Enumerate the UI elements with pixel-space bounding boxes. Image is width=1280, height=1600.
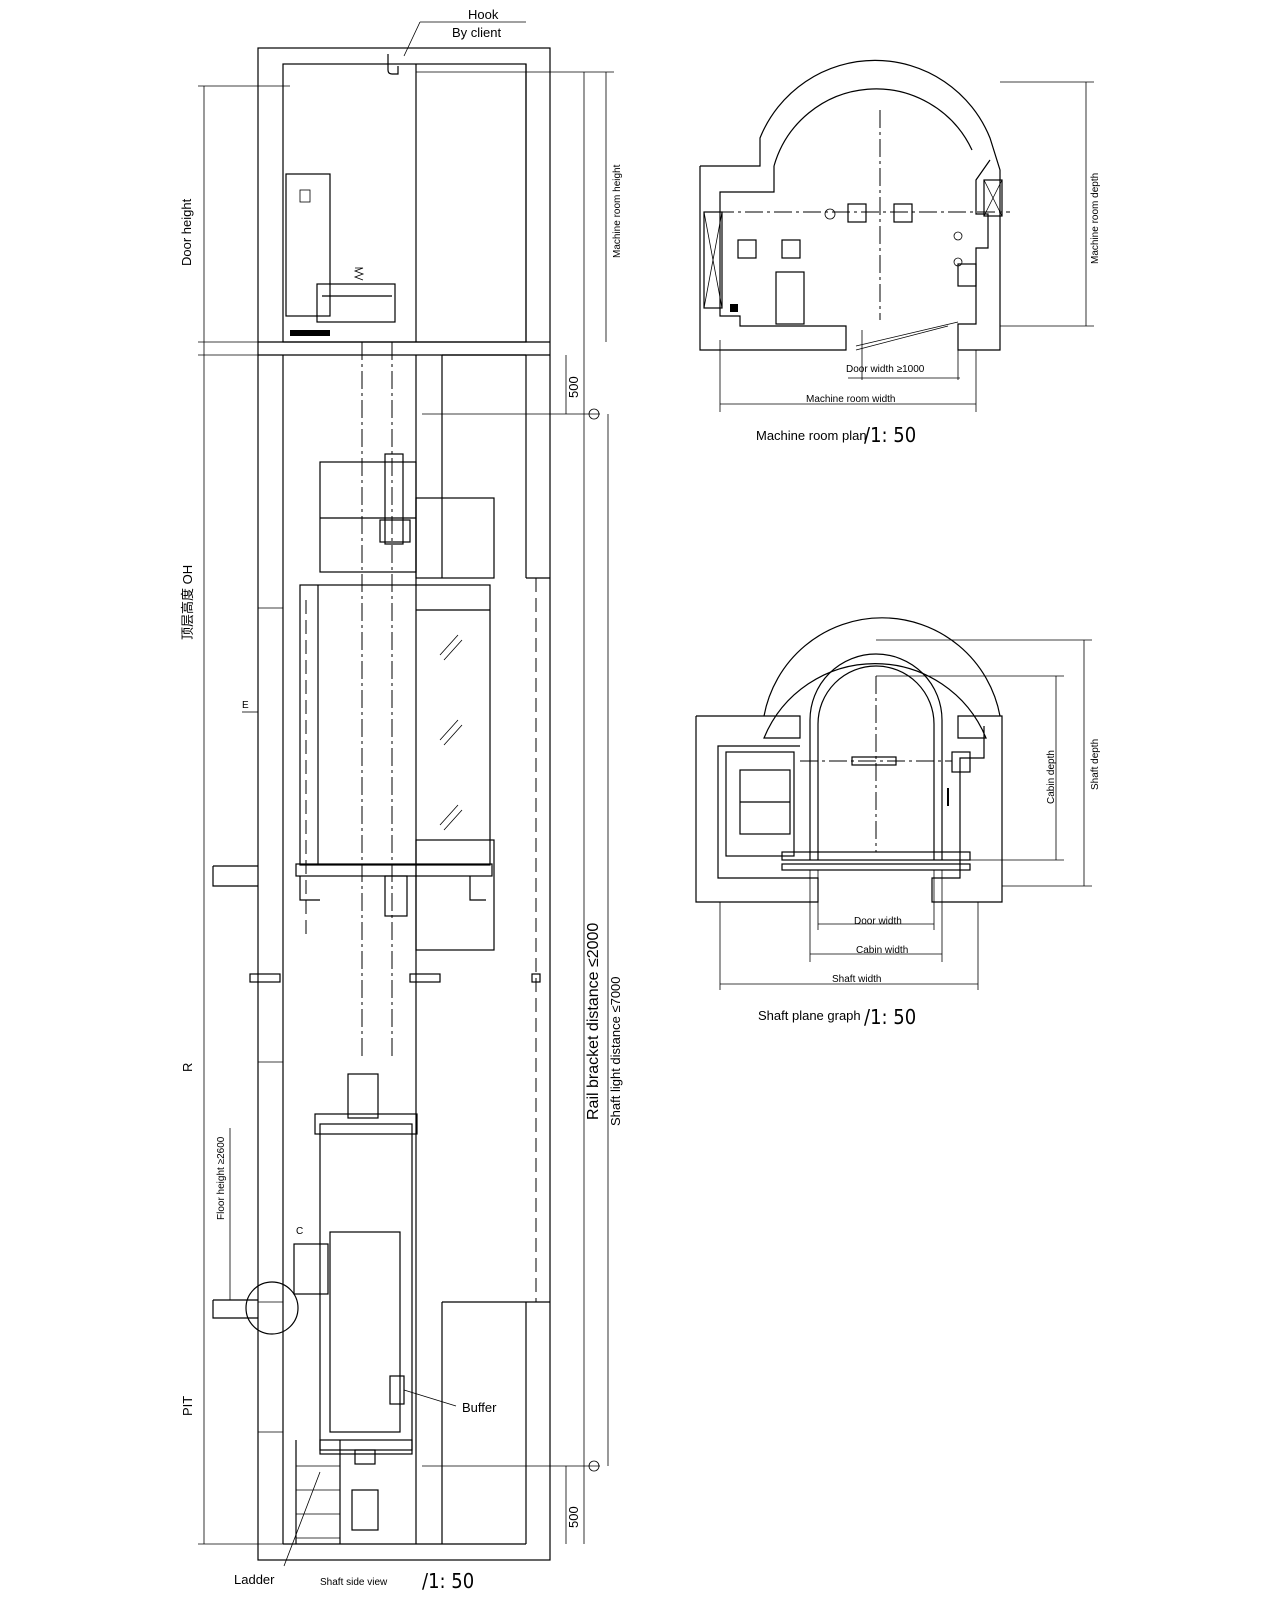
floor-height-label: Floor height ≥2600	[216, 1136, 227, 1220]
r-label: R	[180, 1063, 195, 1072]
oh-label: 顶层高度 OH	[180, 565, 195, 640]
ladder-icon	[295, 1440, 341, 1544]
shaft-side-view	[198, 21, 614, 1567]
car-sling-top	[319, 461, 417, 573]
elevator-car	[299, 584, 491, 866]
buffer-base	[351, 1489, 379, 1531]
c-label: C	[296, 1226, 303, 1237]
shaft-side-view-title: Shaft side view	[320, 1577, 388, 1588]
shaft-side-view-scale: /1: 50	[422, 1569, 474, 1593]
counterweight-top	[415, 497, 495, 579]
shaft-plane-graph	[695, 617, 1092, 990]
machine-room-depth-label: Machine room depth	[1090, 173, 1101, 264]
machine-room-plan-title: Machine room plan	[756, 428, 867, 443]
traction-machine	[316, 283, 396, 323]
counterweight-bottom	[415, 839, 495, 951]
door-width-mr-label: Door width ≥1000	[846, 364, 925, 375]
dim-500-top: 500	[566, 376, 581, 398]
shaft-width-label: Shaft width	[832, 974, 881, 985]
cabin-width-label: Cabin width	[856, 945, 908, 956]
machine-room-width-label: Machine room width	[806, 394, 895, 405]
counterweight-frame	[319, 1123, 413, 1455]
door-width-label: Door width	[854, 916, 902, 927]
hook-icon	[387, 54, 399, 75]
counterweight-stack	[329, 1231, 401, 1433]
cabin-depth-label: Cabin depth	[1046, 750, 1057, 804]
shaft-outer-wall	[257, 47, 551, 1561]
detail-c-circle	[245, 1281, 299, 1335]
landing-sill-upper	[212, 865, 258, 887]
counterweight-plan	[725, 751, 795, 857]
e-label: E	[242, 700, 249, 711]
buffer-icon	[389, 1375, 405, 1405]
machine-room-plan	[699, 59, 1094, 412]
dim-500-bottom: 500	[566, 1506, 581, 1528]
machine-room-inner	[282, 63, 527, 343]
shaft-plane-graph-title: Shaft plane graph	[758, 1008, 861, 1023]
hook-label: Hook	[468, 7, 499, 22]
by-client-label: By client	[452, 25, 502, 40]
shaft-plane-graph-scale: /1: 50	[864, 1005, 916, 1029]
rail-bracket-label: Rail bracket distance ≤2000	[585, 923, 602, 1120]
shaft-depth-label: Shaft depth	[1090, 739, 1101, 790]
machine-room-height-label: Machine room height	[612, 164, 623, 258]
ladder-label: Ladder	[234, 1572, 275, 1587]
buffer-label: Buffer	[462, 1400, 497, 1415]
machine-room-plan-scale: /1: 50	[864, 423, 916, 447]
controller-cabinet	[285, 173, 331, 317]
pit-label: PIT	[180, 1396, 195, 1416]
door-height-label: Door height	[179, 198, 194, 266]
shaft-light-label: Shaft light distance ≤7000	[608, 976, 623, 1126]
